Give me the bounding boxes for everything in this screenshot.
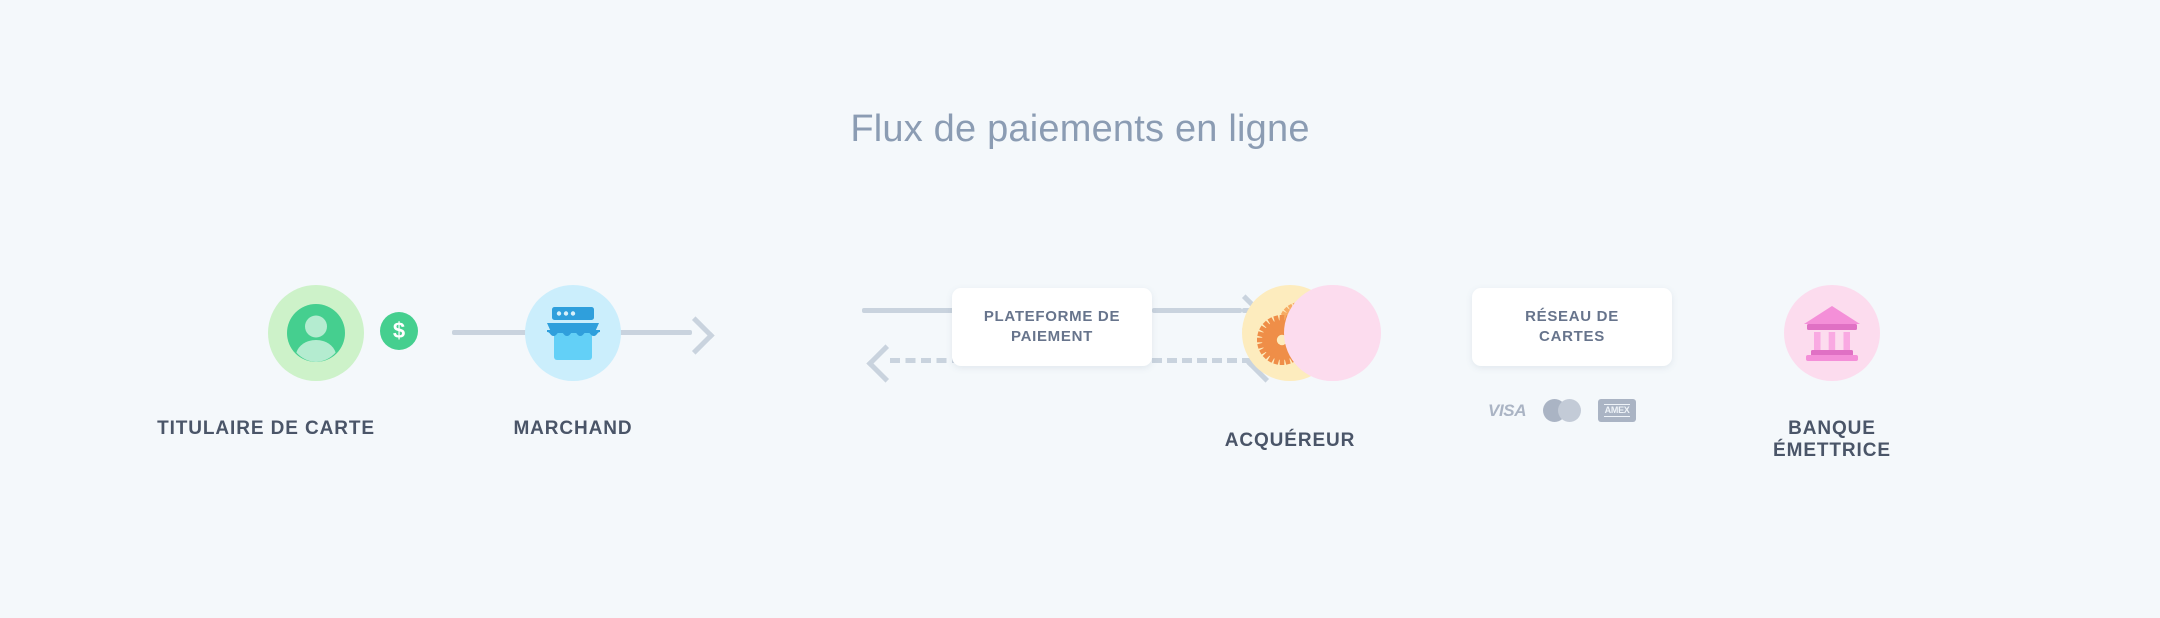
node-label-merchant: MARCHAND [513,418,633,439]
amex-icon-label: AMEX [1603,404,1631,417]
node-merchant[interactable] [525,285,621,381]
badge-dollar-label: $ [392,318,406,343]
node-cardholder[interactable] [268,285,364,381]
card-payment-platform-label: PLATEFORME DE PAIEMENT [983,307,1121,345]
connector-acquirer-to-platform-dashed [1152,358,1252,363]
node-issuer[interactable] [1284,285,1380,381]
arrowhead-cardholder-to-merchant [676,316,715,355]
card-payment-platform[interactable]: PLATEFORME DE PAIEMENT [952,288,1152,366]
storefront-icon [547,307,600,360]
mastercard-icon [1543,399,1582,422]
bank-icon [1804,306,1860,361]
card-card-network[interactable]: RÉSEAU DE CARTES [1472,288,1672,366]
amex-icon: AMEX [1598,399,1637,422]
page-title: Flux de paiements en ligne [850,108,1310,150]
visa-icon: VISA [1488,400,1527,420]
connector-platform-to-acquirer [1152,308,1242,313]
connector-platform-to-merchant-dashed [890,358,962,363]
node-label-acquirer: ACQUÉREUR [1224,430,1356,451]
card-brand-logos: VISA AMEX [1488,399,1637,422]
node-issuer-bank[interactable] [1784,285,1880,381]
arrowhead-platform-to-merchant [866,344,905,383]
badge-dollar: $ [380,312,418,350]
node-label-issuer: BANQUE ÉMETTRICE [1773,418,1891,462]
connector-merchant-to-platform [862,308,962,313]
person-icon [287,304,345,362]
card-card-network-label: RÉSEAU DE CARTES [1525,307,1619,345]
node-label-cardholder: TITULAIRE DE CARTE [157,418,375,439]
